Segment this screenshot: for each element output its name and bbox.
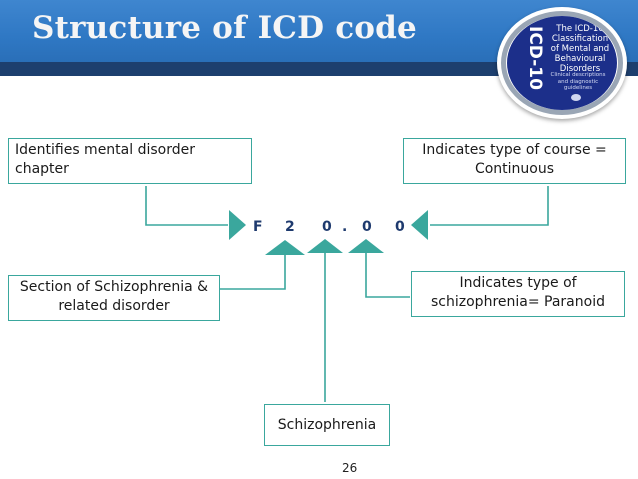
code-char-section: 2: [285, 219, 295, 235]
box-section: Section of Schizophrenia & related disor…: [8, 275, 220, 321]
code-char-dot: .: [342, 219, 348, 235]
box-chapter: Identifies mental disorder chapter: [8, 138, 252, 184]
header-stripe: [0, 62, 638, 76]
book-title: The ICD-10 Classification of Mental and …: [550, 24, 610, 74]
course-arrow: [411, 210, 428, 240]
schizophrenia-arrow: [307, 239, 343, 253]
type-arrow: [348, 239, 384, 253]
page-number: 26: [342, 461, 358, 475]
chapter-connector: [145, 186, 228, 226]
box-course: Indicates type of course = Continuous: [403, 138, 626, 184]
code-char-chapter: F: [253, 219, 263, 235]
section-connector: [220, 254, 286, 290]
code-char-type: 0: [362, 219, 372, 235]
code-char-course: 0: [395, 219, 405, 235]
box-type: Indicates type of schizophrenia= Paranoi…: [411, 271, 625, 317]
icd10-book-logo: ICD-10 The ICD-10 Classification of Ment…: [497, 7, 627, 119]
type-connector: [365, 252, 410, 298]
chapter-arrow: [229, 210, 246, 240]
section-arrow: [265, 240, 305, 255]
logo-ring: [501, 11, 623, 115]
box-schizophrenia: Schizophrenia: [264, 404, 390, 446]
book-subtitle: Clinical descriptions and diagnostic gui…: [550, 72, 606, 91]
publisher-emblem-icon: [571, 94, 581, 101]
course-connector: [430, 186, 549, 226]
code-char-disorder: 0: [322, 219, 332, 235]
slide-title: Structure of ICD code: [32, 10, 417, 46]
book-cover: ICD-10 The ICD-10 Classification of Ment…: [507, 16, 617, 110]
